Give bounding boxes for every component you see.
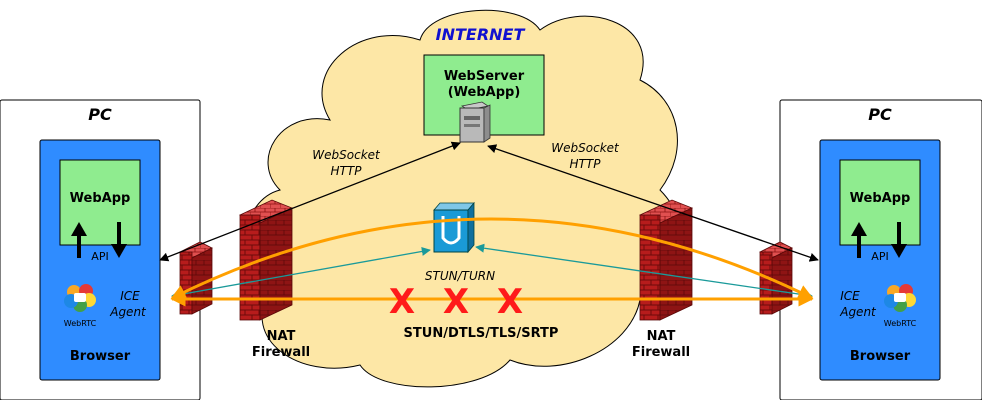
stun-turn-label: STUN/TURN <box>425 269 495 283</box>
stun-turn-icon[interactable] <box>433 201 475 254</box>
firewall-icon-right-large <box>638 199 694 321</box>
right-nat-label: NAT <box>647 329 676 344</box>
server-icon <box>459 101 491 143</box>
left-pc-title: PC <box>88 105 112 124</box>
firewall-icon-left-small <box>179 241 213 315</box>
left-ice-label: ICE <box>120 289 140 303</box>
media-relay-path <box>170 217 814 300</box>
left-webrtc-logo-icon <box>64 284 96 312</box>
right-webrtc-label: WebRTC <box>884 319 917 328</box>
webserver-title: WebServer <box>444 69 525 84</box>
right-webapp-box[interactable] <box>839 159 921 246</box>
right-pc: PC WebApp API WebRTC ICE Agent Browser <box>779 99 982 400</box>
right-ice-label: ICE <box>840 289 860 303</box>
left-firewall-label: Firewall <box>252 345 310 360</box>
left-browser-label: Browser <box>70 349 131 364</box>
left-websocket-arrow <box>159 141 461 262</box>
right-pc-title: PC <box>868 105 892 124</box>
right-webrtc-logo-icon <box>884 284 916 312</box>
left-websocket-label: WebSocket <box>312 148 381 162</box>
left-api-label: API <box>91 250 108 263</box>
left-pc: PC WebApp API WebRTC ICE Agent Browser <box>0 99 201 400</box>
left-api-arrows <box>71 222 127 258</box>
left-nat-label: NAT <box>267 329 296 344</box>
left-webapp-box[interactable] <box>59 159 141 246</box>
internet-label: INTERNET <box>436 25 526 44</box>
blocked-marks: X X X <box>389 282 531 322</box>
right-api-arrows <box>851 222 907 258</box>
webserver-box[interactable]: WebServer (WebApp) <box>423 54 545 143</box>
media-protocols-label: STUN/DTLS/TLS/SRTP <box>404 326 559 341</box>
left-webapp-label: WebApp <box>70 191 131 206</box>
left-agent-label: Agent <box>109 305 147 319</box>
left-http-label: HTTP <box>331 164 363 178</box>
left-webrtc-label: WebRTC <box>64 319 97 328</box>
webserver-subtitle: (WebApp) <box>448 85 521 100</box>
right-browser-label: Browser <box>850 349 911 364</box>
right-websocket-label: WebSocket <box>551 141 620 155</box>
right-api-label: API <box>871 250 888 263</box>
right-http-label: HTTP <box>570 157 602 171</box>
right-agent-label: Agent <box>839 305 877 319</box>
right-websocket-arrow <box>487 144 819 262</box>
right-firewall-label: Firewall <box>632 345 690 360</box>
right-webapp-label: WebApp <box>850 191 911 206</box>
